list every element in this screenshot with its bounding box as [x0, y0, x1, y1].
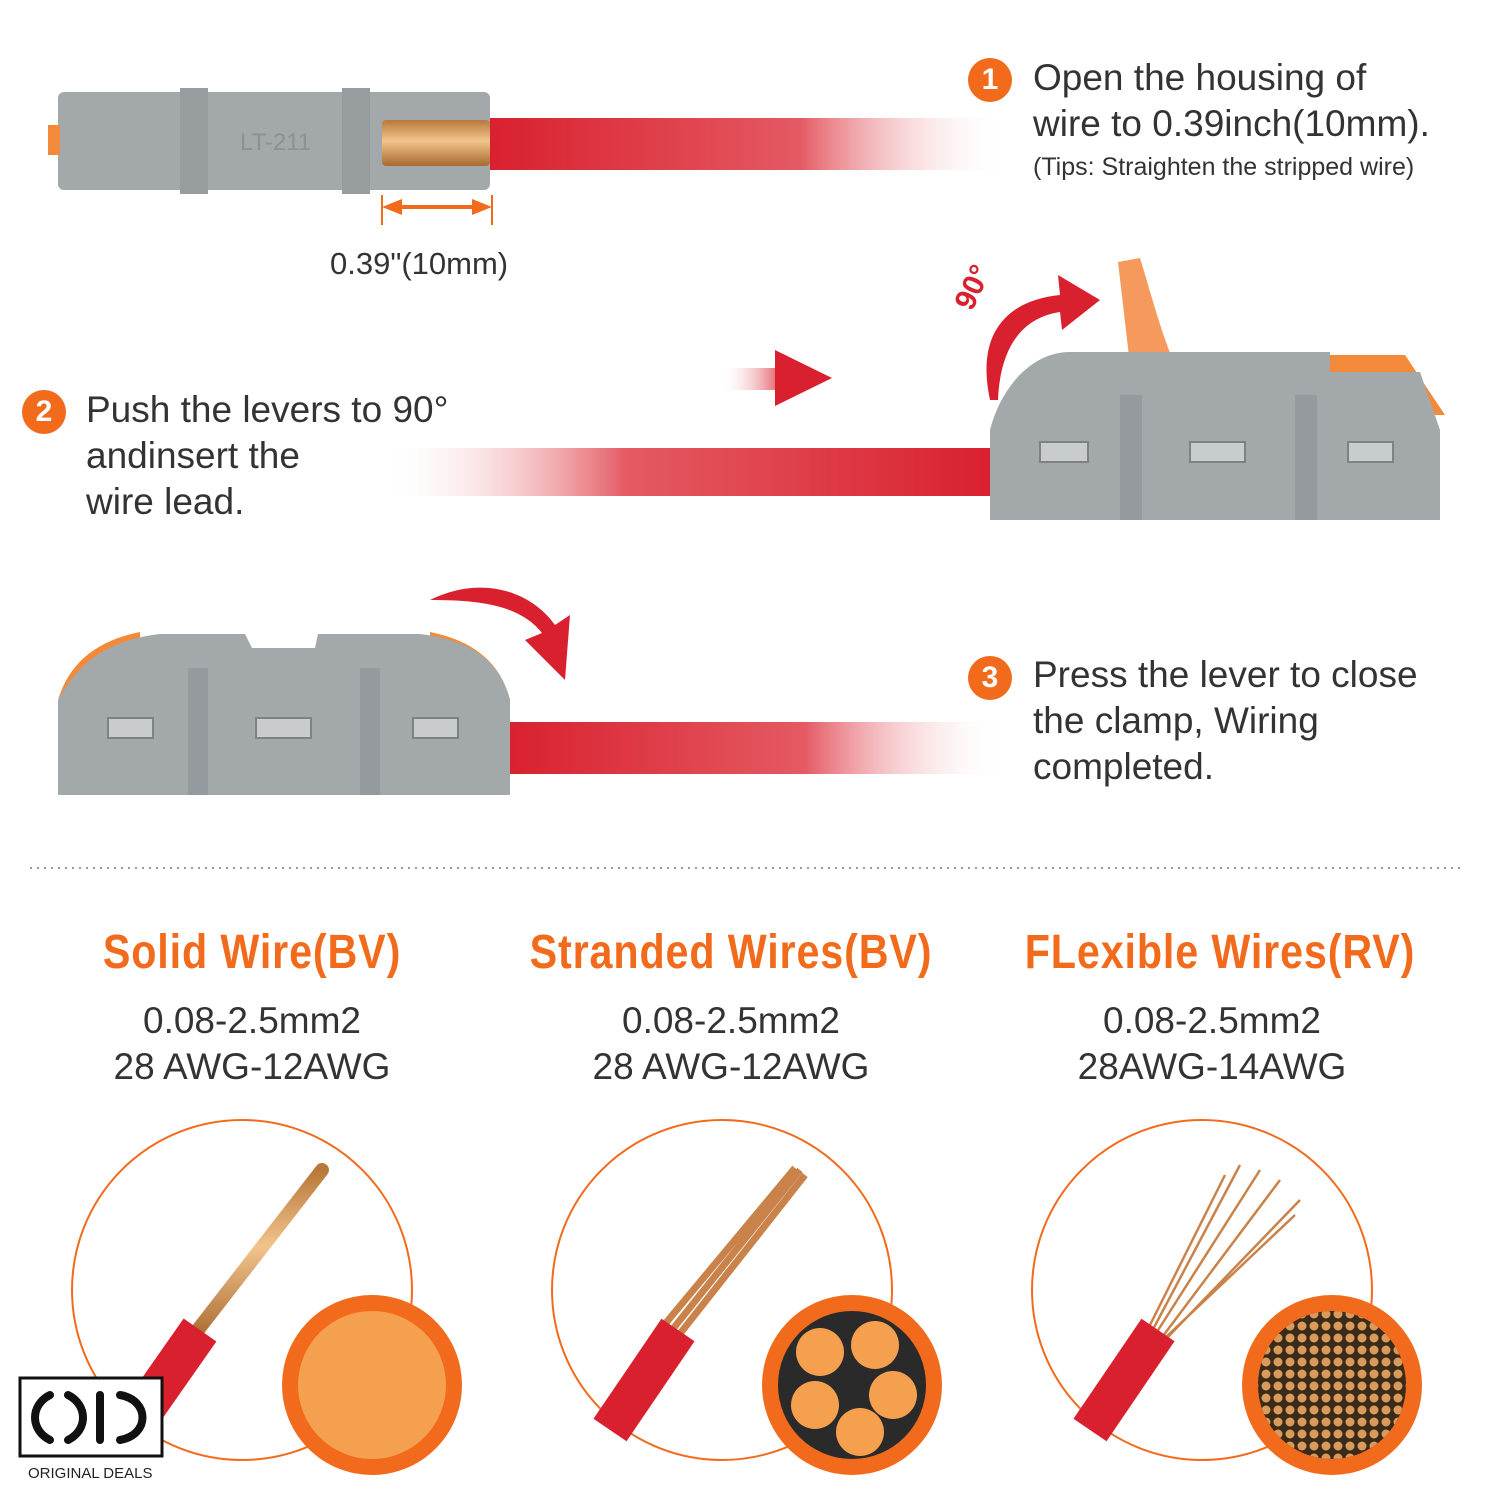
spec-mm: 0.08-2.5mm2	[143, 1000, 361, 1041]
step-line: the clamp, Wiring	[1033, 700, 1319, 741]
step-1-text: Open the housing of wire to 0.39inch(10m…	[1033, 55, 1430, 187]
flexible-wire-illustration	[1031, 1119, 1422, 1475]
step-line: andinsert the	[86, 435, 300, 476]
original-deals-logo	[18, 1376, 164, 1458]
logo-text: ORIGINAL DEALS	[28, 1465, 153, 1482]
spec-mm: 0.08-2.5mm2	[1103, 1000, 1321, 1041]
step-line: Open the housing of	[1033, 57, 1367, 98]
step-line: wire lead.	[86, 481, 245, 522]
step-2-text: Push the levers to 90° andinsert the wir…	[86, 387, 448, 525]
step-line: Press the lever to close	[1033, 654, 1418, 695]
wire-type-title: FLexible Wires(RV)	[1024, 926, 1416, 979]
wire-type-specs: 0.08-2.5mm2 28AWG-14AWG	[972, 998, 1452, 1090]
connector-housing	[990, 352, 1440, 520]
wire-type-specs: 0.08-2.5mm2 28 AWG-12AWG	[12, 998, 492, 1090]
step-line: Push the levers to 90°	[86, 389, 449, 430]
model-label: LT-211	[240, 129, 311, 156]
curved-arrow-icon	[986, 275, 1100, 400]
wire-type-specs: 0.08-2.5mm2 28 AWG-12AWG	[491, 998, 971, 1090]
arrow-right-icon	[775, 350, 832, 406]
step-number-3: 3	[968, 656, 1012, 700]
spec-mm: 0.08-2.5mm2	[622, 1000, 840, 1041]
step-line: wire to 0.39inch(10mm).	[1033, 103, 1430, 144]
stripped-copper	[382, 120, 490, 166]
step-number-1: 1	[968, 58, 1012, 102]
spec-awg: 28 AWG-12AWG	[113, 1046, 391, 1087]
step3-illustration	[58, 587, 1005, 795]
wire-type-title: Solid Wire(BV)	[102, 926, 402, 979]
wire-red	[505, 722, 1005, 774]
dimension-label: 0.39"(10mm)	[330, 246, 509, 281]
step-line: completed.	[1033, 746, 1214, 787]
connector-housing	[58, 634, 510, 795]
connector-housing	[58, 92, 490, 190]
angle-label: 90°	[948, 260, 997, 315]
step-number-2: 2	[22, 390, 66, 434]
stranded-wire-illustration	[551, 1119, 942, 1475]
step-tip: (Tips: Straighten the stripped wire)	[1033, 153, 1415, 181]
step-3-text: Press the lever to close the clamp, Wiri…	[1033, 652, 1418, 790]
wire-type-title: Stranded Wires(BV)	[529, 926, 933, 979]
spec-awg: 28AWG-14AWG	[1077, 1046, 1347, 1087]
step2-illustration: 90°	[380, 258, 1445, 520]
step1-illustration: LT-211	[48, 88, 1008, 225]
wire-red	[380, 448, 995, 496]
wire-red	[488, 118, 1008, 170]
solid-wire-illustration	[71, 1119, 462, 1475]
lever-orange	[1118, 258, 1175, 365]
spec-awg: 28 AWG-12AWG	[592, 1046, 870, 1087]
curved-arrow-down-icon	[430, 587, 570, 680]
